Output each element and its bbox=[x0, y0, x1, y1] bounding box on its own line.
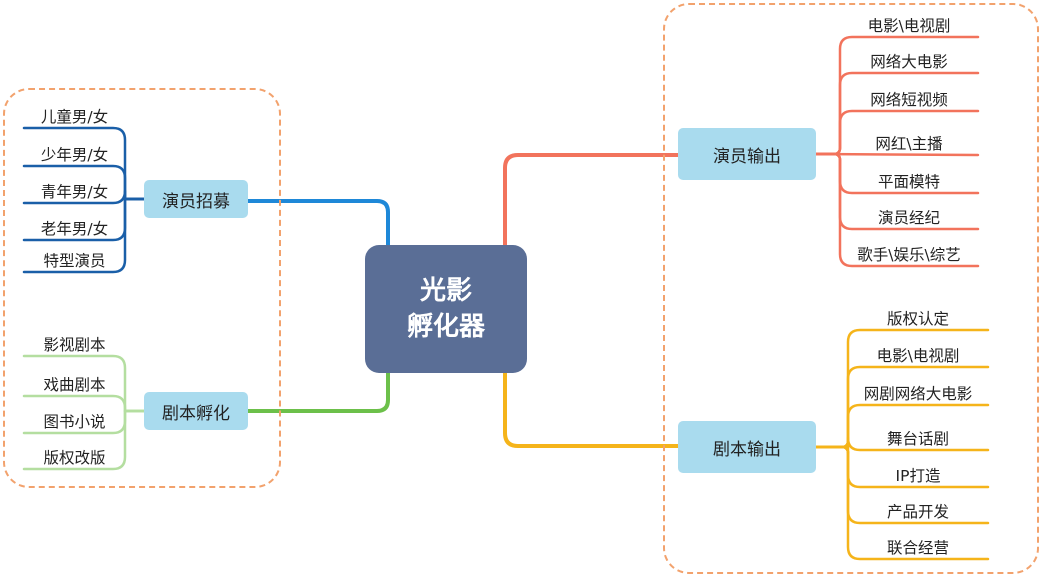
branch-script-incubate[interactable]: 剧本孵化 bbox=[144, 392, 248, 430]
leaf-connector bbox=[22, 354, 146, 413]
left-group-box bbox=[3, 88, 281, 488]
leaf-item-script-incubate[interactable]: 戏曲剧本 bbox=[43, 375, 106, 394]
leaf-item-script-incubate[interactable]: 影视剧本 bbox=[43, 335, 106, 354]
leaf-item-actor-output[interactable]: 演员经纪 bbox=[877, 208, 940, 227]
leaf-item-actor-output[interactable]: 网络短视频 bbox=[870, 90, 948, 109]
leaf-item-actor-recruit[interactable]: 特型演员 bbox=[43, 251, 106, 270]
leaf-item-actor-output[interactable]: 电影\电视剧 bbox=[867, 16, 951, 35]
leaf-connector bbox=[22, 126, 146, 201]
branch-script-output[interactable]: 剧本输出 bbox=[678, 421, 816, 473]
leaf-connector bbox=[22, 409, 146, 471]
leaf-connector bbox=[22, 197, 146, 274]
leaf-connector bbox=[22, 189, 146, 205]
leaf-item-script-output[interactable]: 舞台话剧 bbox=[886, 429, 949, 448]
branch-actor-recruit[interactable]: 演员招募 bbox=[144, 180, 248, 218]
connector-actor-recruit bbox=[246, 199, 390, 247]
center-node[interactable]: 光影 孵化器 bbox=[365, 245, 527, 373]
leaf-connector bbox=[814, 152, 980, 157]
connector-actor-output bbox=[503, 153, 680, 247]
leaf-item-script-output[interactable]: 版权认定 bbox=[886, 309, 949, 328]
leaf-item-script-incubate[interactable]: 图书小说 bbox=[43, 412, 106, 431]
leaf-item-actor-output[interactable]: 网络大电影 bbox=[870, 52, 948, 71]
leaf-item-script-output[interactable]: 电影\电视剧 bbox=[876, 346, 960, 365]
connector-script-incubate bbox=[246, 371, 390, 413]
leaf-item-script-incubate[interactable]: 版权改版 bbox=[43, 448, 106, 467]
leaf-item-script-output[interactable]: 网剧网络大电影 bbox=[863, 384, 973, 403]
center-title-line1: 光影 bbox=[419, 276, 472, 306]
center-title-line2: 孵化器 bbox=[406, 312, 485, 342]
leaf-item-actor-output[interactable]: 歌手\娱乐\综艺 bbox=[857, 245, 961, 264]
right-group-box bbox=[663, 3, 1039, 574]
leaf-item-actor-output[interactable]: 平面模特 bbox=[877, 172, 940, 191]
connector-script-output bbox=[503, 371, 680, 448]
leaf-item-actor-recruit[interactable]: 老年男/女 bbox=[40, 219, 109, 238]
leaf-connector bbox=[814, 152, 980, 268]
leaf-item-script-output[interactable]: 产品开发 bbox=[886, 502, 949, 521]
leaf-connector bbox=[22, 394, 146, 413]
leaf-connector bbox=[22, 164, 146, 201]
leaf-item-actor-recruit[interactable]: 儿童男/女 bbox=[40, 107, 109, 126]
leaf-item-script-output[interactable]: IP打造 bbox=[895, 466, 941, 485]
leaf-item-script-output[interactable]: 联合经营 bbox=[886, 538, 949, 557]
leaf-connector bbox=[814, 445, 990, 561]
branch-actor-output[interactable]: 演员输出 bbox=[678, 128, 816, 180]
leaf-item-actor-output[interactable]: 网红\主播 bbox=[875, 134, 943, 153]
leaf-item-actor-recruit[interactable]: 青年男/女 bbox=[40, 182, 109, 201]
leaf-item-actor-recruit[interactable]: 少年男/女 bbox=[40, 145, 109, 164]
